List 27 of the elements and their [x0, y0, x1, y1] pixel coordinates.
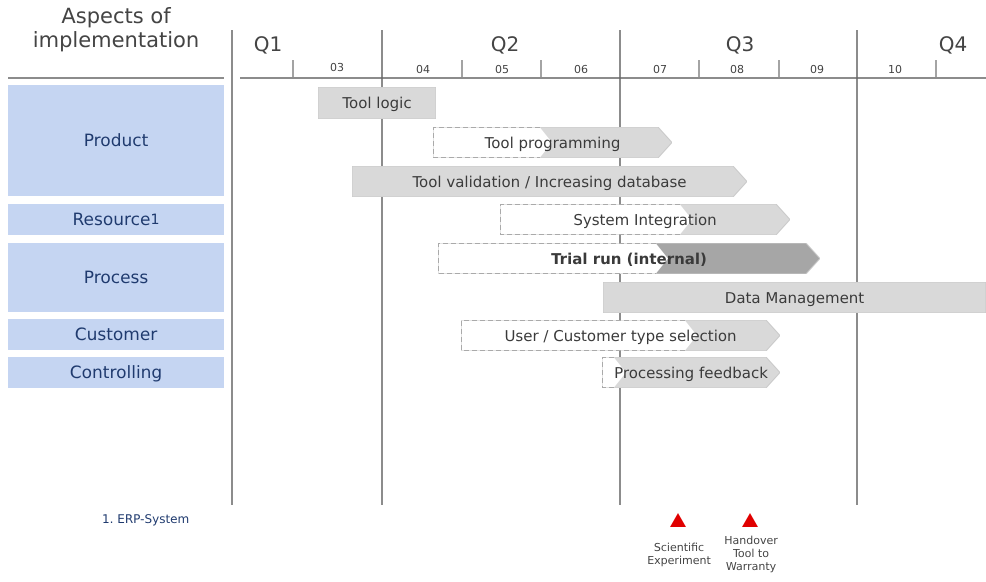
category-label: Process: [8, 243, 224, 312]
task-bar: Processing feedback: [602, 357, 780, 388]
task-bar: System Integration: [500, 204, 790, 235]
month-label: 07: [652, 63, 668, 76]
quarter-label: Q3: [724, 32, 756, 56]
category-label: Controlling: [8, 357, 224, 388]
task-bar: User / Customer type selection: [461, 320, 780, 351]
column-heading: Aspects of implementation: [32, 4, 200, 52]
milestone-label: Scientific Experiment: [646, 541, 712, 567]
footnote: 1. ERP-System: [102, 512, 190, 526]
month-label: 06: [573, 63, 589, 76]
month-label: 08: [729, 63, 745, 76]
category-label: Product: [8, 85, 224, 196]
quarter-label: Q2: [490, 32, 520, 56]
quarter-label: Q4: [938, 32, 968, 56]
month-label: 04: [415, 63, 431, 76]
quarter-label: Q1: [252, 32, 284, 56]
task-bar: Data Management: [603, 282, 986, 313]
task-bar: Tool logic: [318, 87, 436, 119]
month-label: 09: [809, 63, 825, 76]
category-label: Customer: [8, 319, 224, 350]
month-label: 10: [887, 63, 903, 76]
task-bar: Tool validation / Increasing database: [352, 166, 747, 197]
month-label: 05: [494, 63, 510, 76]
month-label: 03: [329, 61, 345, 74]
milestone-label: Handover Tool to Warranty: [723, 534, 779, 573]
task-bar: Tool programming: [433, 127, 672, 158]
